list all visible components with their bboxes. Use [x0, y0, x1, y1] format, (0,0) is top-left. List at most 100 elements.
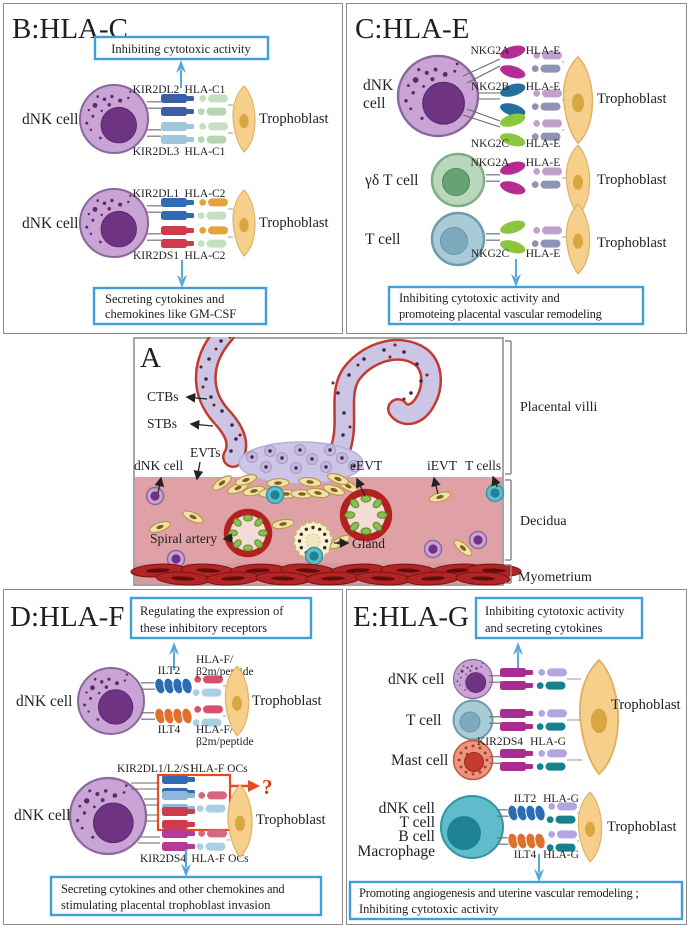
hla-c2-ligand [197, 198, 228, 220]
t-cell [430, 211, 486, 267]
trophoblast-cell [232, 85, 256, 153]
trophoblast-cell [227, 784, 253, 858]
panel-e-hla-g: E:HLA-G Inhibiting cytotoxic activity an… [346, 589, 687, 925]
hla-g-ligand [536, 749, 567, 771]
spiral-artery-label: Spiral artery [150, 531, 217, 546]
dnk-cell [77, 667, 145, 735]
hla-g-ligand [546, 802, 577, 824]
hla-f-b2m-ligand [192, 675, 223, 697]
gamma-delta-t-cell-label: γδ T cell [364, 172, 418, 189]
hla-e-ligand [531, 167, 562, 189]
dnk-cell-label-line1: dNK [363, 77, 394, 94]
panel-b-top-box-text: Inhibiting cytotoxic activity [111, 42, 251, 56]
ligand-tether [567, 678, 582, 761]
dnk-cell-label: dNK cell [388, 671, 444, 688]
leukocyte-cell [440, 795, 504, 859]
ligand-tether [228, 104, 233, 134]
ilt4-label: ILT4 [158, 724, 181, 736]
dnk-cell-label: dNK cell [379, 800, 435, 817]
kir2ds4-receptor [500, 709, 533, 731]
t-cell-label: T cell [400, 814, 435, 831]
nkg2a-label: NKG2A [471, 157, 511, 169]
up-arrow-icon [512, 641, 524, 671]
panel-e-title: E:HLA-G [353, 601, 469, 633]
panel-c-bottom-box [387, 285, 645, 326]
panel-e-bottom-box-line1: Promoting angiogenesis and uterine vascu… [359, 886, 639, 900]
hla-f-label-line2: β2m/peptide [196, 736, 254, 748]
question-mark: ? [262, 775, 273, 799]
region-brackets [505, 340, 512, 584]
eevt-label: eEVT [350, 458, 383, 473]
kir2ds4-receptor [500, 668, 533, 690]
receptor-stalks [462, 58, 501, 128]
spiral-artery [227, 512, 269, 554]
kir2ds4-receptor [500, 749, 533, 771]
receptor-stalk [140, 682, 156, 690]
dnk-cell-label: dNK cell [22, 111, 78, 128]
dnk-arrow [154, 476, 165, 494]
kir2dl2-label: KIR2DL2 [133, 84, 180, 96]
hla-e-ligand [531, 226, 562, 248]
ligand-tether [577, 812, 579, 842]
trophoblast-label: Trophoblast [256, 812, 326, 828]
kir2dl1-receptor [161, 198, 194, 220]
eevt-arrow [356, 477, 366, 497]
panel-e-top-box-line1: Inhibiting cytotoxic activity [485, 604, 625, 618]
panel-b-top-box [93, 35, 270, 61]
placental-villi [194, 337, 442, 468]
t-cells-arrow [491, 475, 501, 488]
spiral-artery-arrow [222, 533, 234, 543]
myometrium-label: Myometrium [518, 570, 592, 585]
kir2dl3-receptor [161, 122, 194, 144]
kir2ds1-receptor [161, 226, 194, 248]
panel-c-bottom-box-line1: Inhibiting cytotoxic activity and [399, 291, 560, 305]
trophoblast-cell [577, 791, 603, 863]
hla-g-label: HLA-G [543, 849, 579, 861]
macrophage-label: Macrophage [358, 843, 436, 860]
panel-d-title: D:HLA-F [10, 601, 124, 633]
ilt4-label: ILT4 [514, 849, 537, 861]
hla-g-ligand [536, 709, 567, 731]
trophoblast-cell [578, 659, 620, 775]
panel-d-top-box-line2: these inhibitory receptors [140, 621, 267, 635]
panel-d-bottom-box [49, 875, 323, 917]
panel-d-bottom-box-line2: stimulating placental trophoblast invasi… [61, 898, 271, 912]
receptor-stalk [146, 101, 162, 109]
dnk-cell-label-line2: cell [363, 95, 385, 112]
question-arrow-head [248, 780, 260, 792]
panel-b-hla-c: B:HLA-C Inhibiting cytotoxic activity dN… [3, 3, 343, 334]
hla-e-label: HLA-E [526, 81, 561, 93]
dnk-cell-label: dNK cell [134, 458, 183, 473]
evts-label: EVTs [190, 445, 221, 460]
placental-villi-label: Placental villi [520, 400, 597, 415]
hla-g-ligand [536, 668, 567, 690]
ilt4-receptor [505, 831, 548, 851]
gamma-delta-t-cell [430, 152, 486, 208]
hla-c1-ligand [197, 94, 228, 116]
receptor-stalk [485, 233, 501, 241]
trophoblast-label: Trophoblast [259, 111, 329, 127]
t-cells-label: T cells [465, 458, 501, 473]
hla-e-label: HLA-E [526, 157, 561, 169]
kir2dl1-l2-s1-label: KIR2DL1/L2/S1 [117, 763, 195, 775]
nkg2b-label: NKG2B [471, 81, 510, 93]
panel-e-top-box [474, 596, 644, 640]
dnk-cell [452, 658, 494, 700]
b-cell-label: B cell [398, 828, 435, 845]
panel-b-bottom-box [92, 286, 268, 326]
hla-c2-label: HLA-C2 [185, 250, 226, 262]
hla-c1-label: HLA-C1 [185, 84, 226, 96]
hla-e-label: HLA-E [526, 45, 561, 57]
ctbs-arrow [185, 392, 208, 403]
hla-f-ocs-ligand [196, 829, 227, 851]
evts-arrow [193, 461, 204, 481]
down-arrow-icon [510, 258, 522, 288]
nkg2c-label: NKG2C [471, 138, 510, 150]
hla-c1-ligand [197, 122, 228, 144]
hla-f-ocs-label: HLA-F OCs [191, 853, 249, 865]
hla-g-label: HLA-G [543, 793, 579, 805]
spiral-artery-eevt [343, 492, 388, 537]
panel-a-strip: A CTBs STBs EVTs dNK cell eEVT iEVT T ce… [0, 337, 690, 587]
ievt-label: iEVT [427, 458, 458, 473]
